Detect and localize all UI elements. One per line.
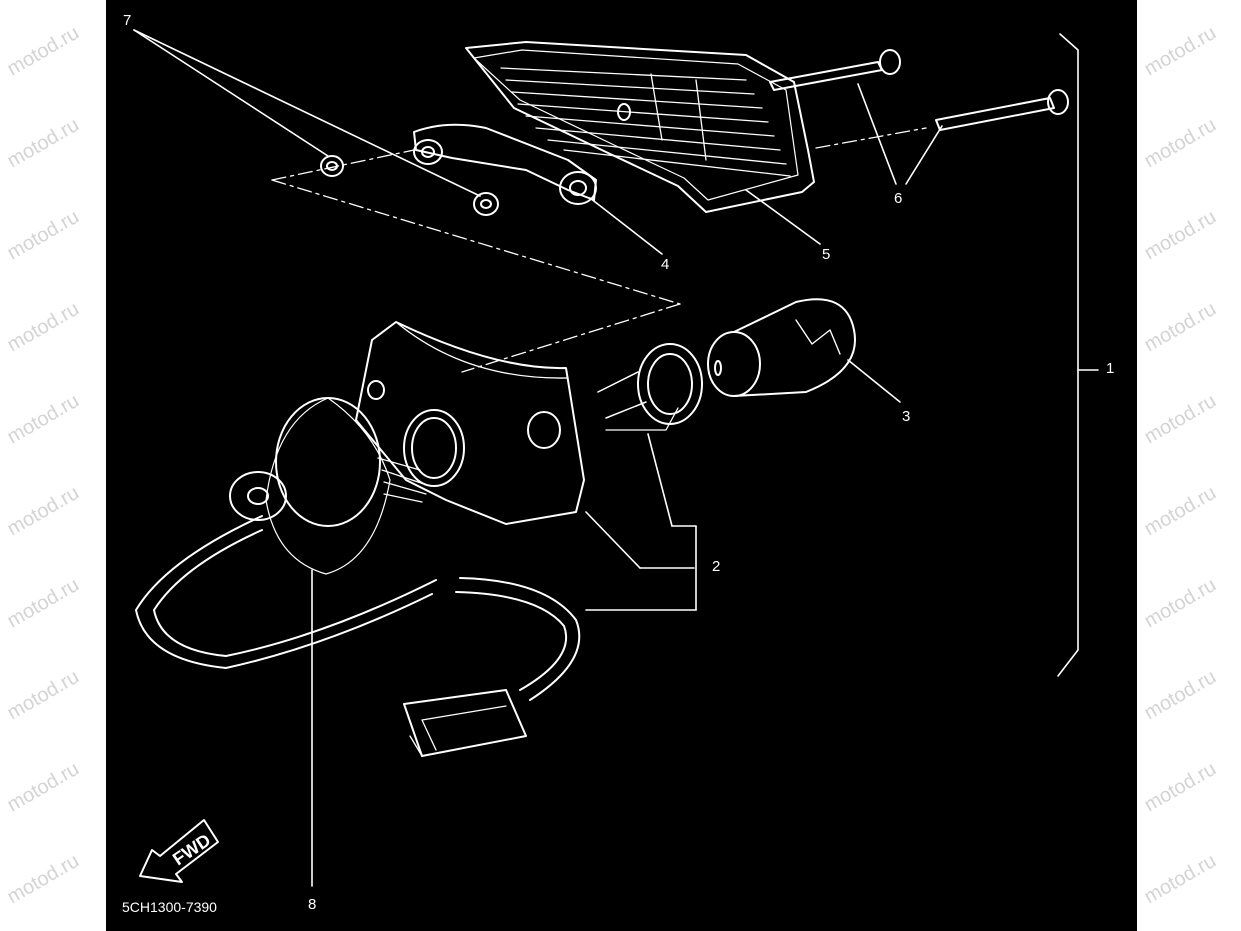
socket-drawing <box>597 343 703 431</box>
lens-cover-drawing <box>465 41 815 213</box>
watermark-text: motod.ru <box>1140 21 1220 81</box>
watermark-text: motod.ru <box>1140 757 1220 817</box>
watermark-strip-left: motod.ru motod.ru motod.ru motod.ru motod.ru… <box>0 0 106 931</box>
callout-1: 1 <box>1106 360 1115 377</box>
watermark-text: motod.ru <box>1140 205 1220 265</box>
watermark-text: motod.ru <box>3 849 83 909</box>
callout-3: 3 <box>902 408 911 425</box>
watermark-text: motod.ru <box>1140 481 1220 541</box>
callout-7: 7 <box>123 12 132 29</box>
screws-drawing <box>769 49 1069 131</box>
fwd-label: FWD <box>169 830 214 869</box>
callout-5: 5 <box>822 246 831 263</box>
grommet-harness-drawing <box>135 397 581 757</box>
bulb-drawing <box>707 298 856 397</box>
watermark-text: motod.ru <box>1140 297 1220 357</box>
watermark-text: motod.ru <box>3 113 83 173</box>
watermark-text: motod.ru <box>3 21 83 81</box>
watermark-text: motod.ru <box>1140 573 1220 633</box>
watermark-text: motod.ru <box>3 573 83 633</box>
watermark-text: motod.ru <box>3 757 83 817</box>
callout-4: 4 <box>661 256 670 273</box>
watermark-text: motod.ru <box>1140 389 1220 449</box>
exploded-diagram-panel: FWD 7 4 5 6 3 2 1 8 5CH1300-7390 <box>106 0 1137 931</box>
fwd-arrow-drawing <box>139 819 219 883</box>
callout-6: 6 <box>894 190 903 207</box>
watermark-text: motod.ru <box>1140 665 1220 725</box>
base-housing-drawing <box>355 321 585 525</box>
watermark-strip-right: motod.ru motod.ru motod.ru motod.ru motod.ru… <box>1137 0 1241 931</box>
part-code: 5CH1300-7390 <box>122 899 217 915</box>
watermark-text: motod.ru <box>3 297 83 357</box>
callout-2: 2 <box>712 558 721 575</box>
alignment-lines <box>271 127 927 373</box>
diagram-drawing: FWD <box>133 29 1099 887</box>
leader-lines <box>133 29 1099 887</box>
watermark-text: motod.ru <box>3 205 83 265</box>
watermark-text: motod.ru <box>1140 849 1220 909</box>
watermark-text: motod.ru <box>3 481 83 541</box>
watermark-text: motod.ru <box>3 665 83 725</box>
watermark-text: motod.ru <box>3 389 83 449</box>
callout-8: 8 <box>308 896 317 913</box>
watermark-text: motod.ru <box>1140 113 1220 173</box>
mounting-bracket-drawing <box>320 123 597 216</box>
